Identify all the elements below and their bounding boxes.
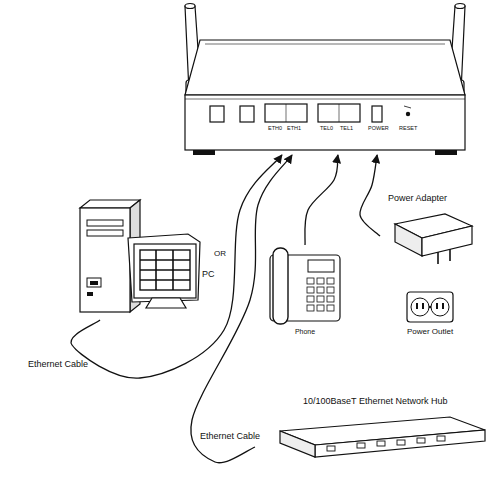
device-part — [339, 104, 340, 122]
router-node: ETH0 ETH1 TEL0 TEL1 POWER RESET — [185, 40, 465, 155]
device-part — [357, 443, 365, 448]
device-label: 10/100BaseT Ethernet Network Hub — [303, 397, 447, 407]
cable-connector — [360, 155, 380, 236]
device-part — [397, 440, 405, 445]
device-part — [327, 278, 334, 284]
device-part — [436, 303, 438, 309]
cable-label: Ethernet Cable — [28, 360, 88, 370]
device-part — [128, 234, 200, 302]
device-part — [273, 248, 288, 324]
device-part — [90, 281, 98, 285]
device-part — [417, 438, 425, 443]
device-part — [422, 226, 472, 256]
device-part — [377, 441, 385, 446]
port-label: ETH1 — [287, 125, 301, 131]
device-part — [205, 44, 445, 45]
device-part — [437, 436, 445, 441]
device-part — [185, 95, 465, 150]
power-adapter-node: Power Adapter — [380, 192, 480, 272]
device-label: PC — [202, 270, 215, 280]
device-part — [155, 250, 157, 290]
device-part — [442, 303, 444, 309]
device-part — [140, 279, 190, 281]
cable-connector — [71, 155, 282, 378]
device-part — [317, 296, 324, 302]
device-part — [327, 287, 334, 293]
port-label: TEL0 — [320, 125, 333, 131]
device-part — [87, 278, 101, 287]
device-label: Power Adapter — [388, 194, 447, 204]
device-part — [185, 40, 465, 95]
device-part — [317, 305, 324, 311]
device-part — [411, 298, 429, 316]
device-part — [307, 296, 314, 302]
port-label: POWER — [368, 125, 389, 131]
device-part — [308, 260, 334, 272]
device-outline — [185, 40, 465, 155]
device-part — [407, 292, 453, 322]
device-part — [265, 104, 307, 122]
device-part — [140, 250, 190, 290]
device-part — [449, 249, 451, 261]
device-part — [146, 298, 186, 308]
device-part — [134, 244, 196, 298]
device-part — [317, 287, 324, 293]
device-part — [404, 106, 411, 108]
device-part — [286, 104, 287, 122]
device-part — [406, 112, 410, 116]
device-part — [437, 252, 439, 264]
device-part — [422, 303, 424, 309]
device-part — [140, 259, 190, 261]
device-part — [431, 298, 449, 316]
device-part — [307, 305, 314, 311]
device-part — [193, 150, 215, 155]
device-part — [172, 250, 174, 290]
device-part — [87, 292, 93, 296]
hub-node: 10/100BaseT Ethernet Network Hub — [255, 395, 490, 475]
power-outlet-node: Power Outlet — [385, 290, 475, 342]
device-part — [315, 430, 485, 457]
antenna-tip — [455, 4, 465, 9]
device-label: Power Outlet — [385, 328, 475, 337]
device-outline — [255, 395, 490, 475]
device-part — [416, 303, 418, 309]
device-outline — [265, 245, 345, 340]
device-part — [435, 150, 457, 155]
device-label: Phone — [265, 328, 345, 336]
device-part — [210, 106, 224, 122]
free-label: OR — [214, 250, 226, 259]
device-part — [307, 278, 334, 311]
device-outline — [380, 192, 480, 272]
device-part — [318, 104, 360, 122]
device-outline — [70, 200, 220, 320]
device-part — [80, 208, 130, 312]
device-part — [280, 431, 315, 457]
device-part — [140, 269, 190, 271]
device-part — [429, 306, 431, 308]
device-part — [327, 296, 334, 302]
device-part — [372, 106, 382, 122]
device-part — [185, 99, 465, 100]
pc-node: PC — [70, 200, 220, 320]
cable-connector — [305, 155, 338, 245]
device-part — [240, 106, 254, 122]
device-part — [327, 305, 334, 311]
cable-connector — [191, 155, 292, 463]
device-part — [87, 220, 123, 226]
device-part — [307, 278, 314, 284]
device-part — [395, 224, 422, 256]
device-part — [317, 278, 324, 284]
cable-label: Ethernet Cable — [200, 432, 260, 442]
phone-node: Phone — [265, 245, 345, 340]
device-part — [327, 446, 335, 451]
device-part — [87, 230, 123, 236]
device-part — [327, 436, 445, 451]
device-part — [307, 287, 314, 293]
port-label: TEL1 — [340, 125, 353, 131]
antenna-tip — [185, 4, 195, 9]
port-label: ETH0 — [268, 125, 282, 131]
port-label: RESET — [399, 125, 417, 131]
